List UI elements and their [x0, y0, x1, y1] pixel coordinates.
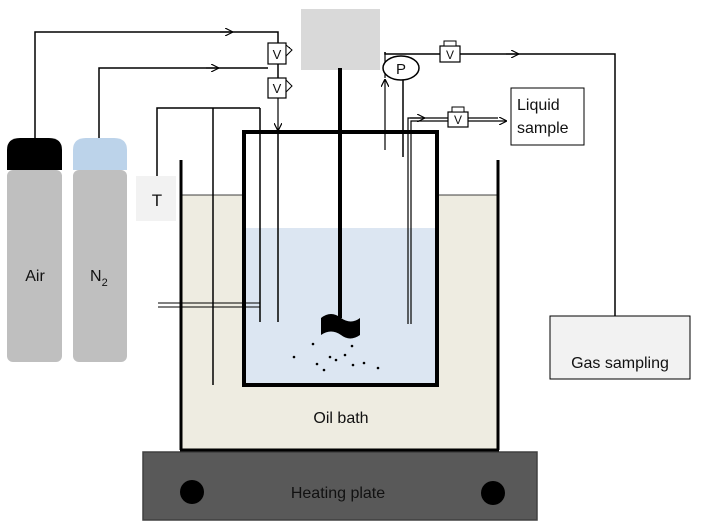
valve-n2[interactable]: V: [267, 77, 293, 99]
oil-bath-label: Oil bath: [313, 410, 368, 427]
gas-sampling-label: Gas sampling: [571, 355, 669, 372]
valve-n2-label: V: [273, 81, 282, 96]
gas-sampling-box: Gas sampling: [549, 315, 691, 380]
valve-gas-outlet-label: V: [446, 48, 454, 62]
liquid-sample-label-2: sample: [517, 120, 569, 137]
air-label: Air: [25, 268, 45, 285]
n2-label: N2: [90, 268, 108, 289]
heating-plate-foot-left: [180, 480, 204, 504]
air-supply-line: [34, 32, 279, 138]
pressure-gauge: P: [382, 55, 420, 81]
valve-air[interactable]: V: [267, 42, 293, 65]
n2-supply-line: [98, 68, 278, 138]
liquid-sampling-line: [407, 118, 506, 324]
temperature-sensor: T: [136, 176, 176, 221]
thermocouple-line: [156, 107, 260, 176]
valve-gas-outlet[interactable]: V: [439, 40, 461, 63]
stirrer-impeller: [321, 314, 360, 339]
n2-cylinder: N2: [73, 138, 127, 362]
liquid-sample-box: Liquid sample: [510, 87, 585, 146]
liquid-sample-label-1: Liquid: [517, 97, 560, 114]
temperature-label: T: [152, 191, 162, 210]
valve-liquid-sample[interactable]: V: [447, 106, 469, 128]
heating-plate: Heating plate: [142, 451, 538, 521]
pressure-label: P: [396, 61, 406, 78]
valve-liquid-sample-label: V: [454, 113, 462, 127]
heating-plate-foot-right: [481, 481, 505, 505]
heating-plate-label: Heating plate: [291, 485, 385, 502]
stirrer-motor: [301, 9, 380, 70]
valve-air-label: V: [273, 47, 282, 62]
gas-outlet-line: [384, 52, 616, 316]
gas-bubbles: [292, 342, 380, 372]
air-cylinder: Air: [7, 138, 62, 362]
